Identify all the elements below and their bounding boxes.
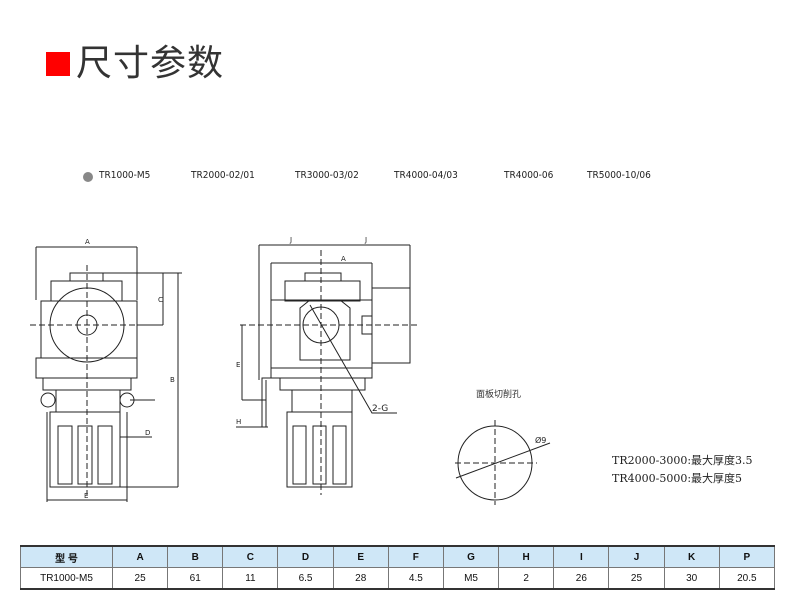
table-cell: 11 [222,567,279,590]
thickness-note: TR4000-5000:最大厚度5 [612,472,743,485]
model-label: TR4000-04/03 [394,170,458,181]
model-label: TR1000-M5 [99,170,151,181]
table-cell: 2 [498,567,555,590]
column-header: B [167,546,224,568]
thickness-note: TR2000-3000:最大厚度3.5 [612,454,753,467]
table-cell: TR1000-M5 [20,567,113,590]
column-header: H [498,546,555,568]
column-header: D [277,546,334,568]
dim-a: A [85,238,90,246]
table-cell: 4.5 [387,567,444,590]
panel-hole-label: 面板切削孔 [476,390,522,400]
table-cell: 25 [608,567,665,590]
table-cell: 25 [111,567,169,590]
panel-hole-drawing: Ø9 [455,420,551,505]
svg-text:E: E [236,361,240,369]
column-header: I [553,546,610,568]
svg-text:2-G: 2-G [372,404,388,414]
column-header: 型 号 [20,546,113,568]
column-header: E [332,546,389,568]
table-cell: 6.5 [277,567,334,590]
side-view: J J A E H 2-G [236,236,420,495]
model-label: TR5000-10/06 [587,170,651,181]
section-title-text: 尺寸参数 [76,43,225,84]
column-header: G [442,546,500,568]
column-header: J [608,546,665,568]
model-label: TR4000-06 [504,170,554,181]
table-cell: 28 [332,567,389,590]
column-header: K [663,546,720,568]
svg-text:A: A [341,255,346,263]
model-label: TR3000-03/02 [295,170,359,181]
table-cell: 26 [553,567,610,590]
red-square-icon [46,52,70,76]
front-view: A C B D E [30,238,182,502]
model-label: TR2000-02/01 [191,170,255,181]
svg-text:D: D [145,429,150,437]
section-title: 尺寸参数 [46,44,224,84]
svg-text:H: H [236,418,241,426]
column-header: F [387,546,444,568]
column-header: C [222,546,279,568]
svg-text:J: J [364,236,367,244]
column-header: A [111,546,169,568]
svg-text:C: C [158,296,163,304]
table-cell: 20.5 [718,567,776,590]
svg-text:E: E [84,492,88,500]
svg-text:Ø9: Ø9 [535,435,546,445]
table-cell: M5 [442,567,500,590]
column-header: P [718,546,776,568]
svg-text:B: B [170,376,175,384]
table-cell: 30 [663,567,720,590]
svg-text:J: J [289,236,292,244]
selected-dot-icon [83,172,93,182]
table-cell: 61 [167,567,224,590]
